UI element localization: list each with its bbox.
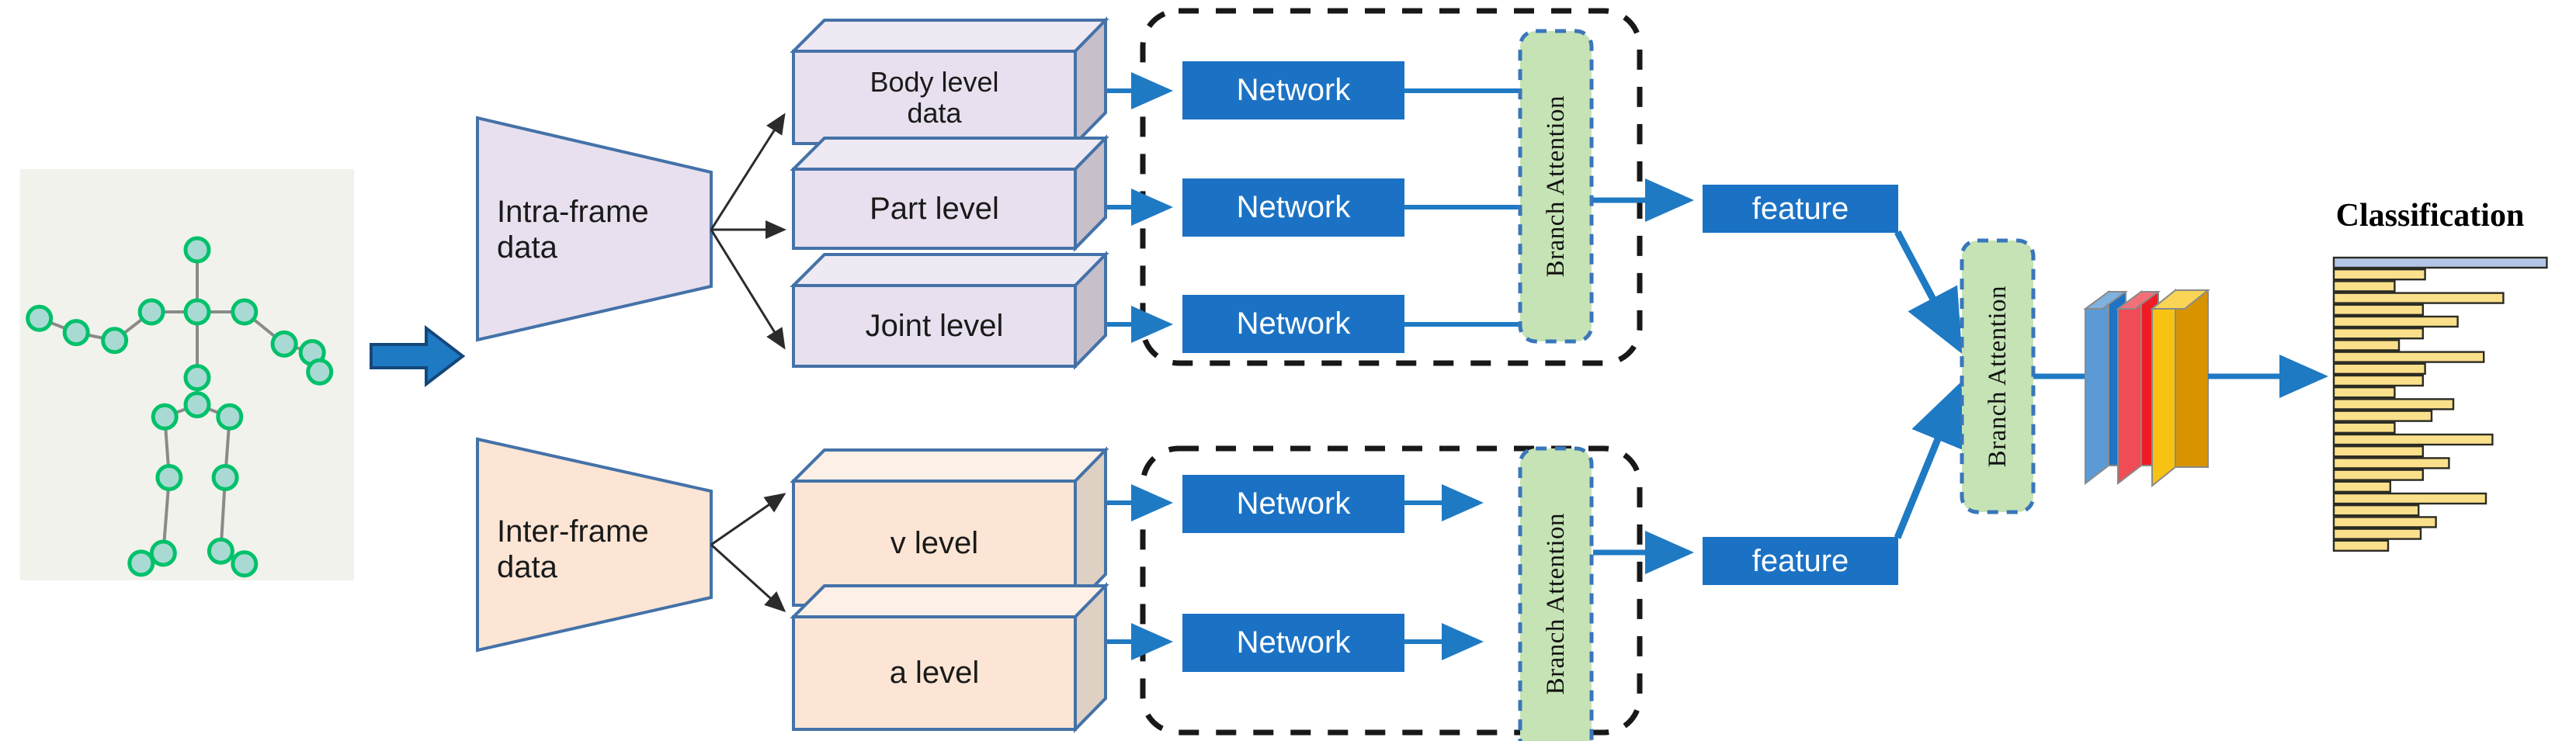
skeleton-joint xyxy=(151,403,179,431)
classification-bar xyxy=(2332,303,2425,316)
box3d-v-level xyxy=(790,446,1109,609)
intra-fanout-arrows xyxy=(710,113,786,350)
box3d-joint-level xyxy=(790,251,1109,370)
skeleton-joint xyxy=(127,549,155,577)
inter-frame-trapezoid xyxy=(476,437,713,653)
classification-bar xyxy=(2332,421,2396,434)
inter-network-to-attention-arrows xyxy=(1404,484,1484,660)
skeleton-joint xyxy=(231,298,259,326)
classification-bar xyxy=(2332,457,2450,469)
classification-bar xyxy=(2332,327,2425,340)
intra-branch-attention-box xyxy=(1518,29,1594,344)
skeleton-joint xyxy=(26,304,54,332)
skeleton-joint xyxy=(216,403,244,431)
skeleton-joint xyxy=(62,319,90,347)
skeleton-joint xyxy=(183,391,211,419)
skeleton-joint xyxy=(211,463,239,491)
box3d-body-level xyxy=(790,16,1109,147)
skeleton-joint xyxy=(183,298,211,326)
plate-yellow-icon xyxy=(2150,288,2210,488)
skeleton-joint xyxy=(270,330,298,358)
classification-bar xyxy=(2332,339,2401,351)
skeleton-joint xyxy=(231,550,259,578)
intra-box-to-network-arrows xyxy=(1107,72,1173,343)
skeleton-joint xyxy=(155,463,183,491)
classification-bar xyxy=(2332,539,2390,552)
skeleton-panel xyxy=(20,169,354,580)
inter-branch-attention-box xyxy=(1518,446,1594,741)
classification-bar xyxy=(2332,445,2425,458)
intra-frame-trapezoid xyxy=(476,116,713,342)
classification-bar xyxy=(2332,504,2420,517)
skeleton-joints xyxy=(26,236,334,578)
skeleton-joint xyxy=(306,358,334,386)
skeleton-joint xyxy=(149,539,177,567)
classification-bar xyxy=(2332,292,2505,304)
classification-bar xyxy=(2332,374,2425,387)
inter-fanout-arrows xyxy=(710,493,786,613)
skeleton-joint xyxy=(101,327,129,355)
inter-box-to-network-arrows xyxy=(1107,484,1173,660)
classification-bar xyxy=(2332,351,2485,363)
classification-bar xyxy=(2332,469,2425,481)
classification-bar xyxy=(2332,528,2422,540)
classification-bar xyxy=(2332,516,2437,528)
classification-bar xyxy=(2332,433,2494,446)
box3d-a-level xyxy=(790,582,1109,733)
input-arrow xyxy=(370,324,466,388)
classification-bar xyxy=(2332,480,2392,493)
classification-bar xyxy=(2332,386,2396,399)
classification-bar xyxy=(2332,268,2426,281)
fusion-plates xyxy=(2082,288,2210,488)
inter-feature-box xyxy=(1703,537,1898,585)
inter-network-boxes xyxy=(1182,475,1404,672)
fusion-branch-attention-box xyxy=(1960,238,2036,514)
skeleton-joint xyxy=(207,537,234,565)
feature-to-fusion-arrows xyxy=(1894,230,1964,539)
classification-bar xyxy=(2332,362,2426,375)
intra-network-boxes xyxy=(1182,61,1404,353)
skeleton-joint xyxy=(137,298,165,326)
skeleton-joint xyxy=(183,236,211,264)
classification-bar xyxy=(2332,256,2548,269)
classification-bar xyxy=(2332,315,2459,328)
classification-bar-chart xyxy=(2332,256,2548,552)
box3d-part-level xyxy=(790,134,1109,252)
intra-network-to-attention-lines xyxy=(1404,88,1522,327)
classification-bar xyxy=(2332,410,2433,422)
classification-bar xyxy=(2332,398,2455,410)
skeleton-joint xyxy=(183,364,211,392)
classification-bar xyxy=(2332,492,2487,505)
classification-bar xyxy=(2332,280,2396,293)
intra-feature-box xyxy=(1703,185,1898,233)
